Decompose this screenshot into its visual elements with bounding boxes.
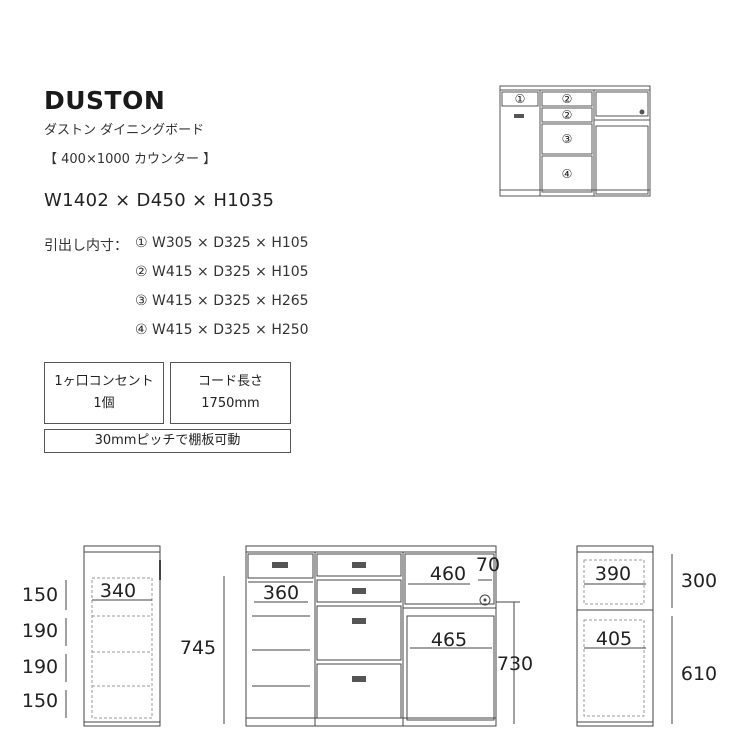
drawer-mark: ② [135,264,148,280]
drawer-size: W415 × D325 × H105 [152,264,309,280]
product-subtitle: ダストン ダイニングボード [44,123,205,138]
front-width-left: 360 [263,582,299,604]
product-dimensions: W1402 × D450 × H1035 [44,190,275,211]
thumb-mark-2a: ② [562,92,573,106]
drawer-row-4: ④ W415 × D325 × H250 [135,322,309,338]
front-view: 360 460 70 465 745 730 [180,545,533,727]
thumb-mark-2b: ② [562,108,573,122]
front-width-lower: 465 [431,629,467,651]
drawer-row-3: ③ W415 × D325 × H265 [135,293,309,309]
right-width-upper: 390 [595,563,631,585]
drawer-mark: ③ [135,293,148,309]
side-height-1: 150 [22,584,58,606]
right-height-lower: 610 [681,663,717,685]
front-height-counter: 730 [497,653,533,675]
right-width-lower: 405 [596,628,632,650]
product-title: DUSTON [44,86,166,115]
technical-drawings: 340 150 190 190 150 [22,545,717,727]
outlet-icon [639,109,645,115]
thumb-mark-3: ③ [562,132,573,146]
side-view: 340 150 190 190 150 [22,545,161,727]
drawer-size-label: 引出し内寸： [44,238,128,254]
thumb-mark-4: ④ [562,167,573,181]
side-height-4: 150 [22,690,58,712]
outlet-count: 1個 [93,396,115,411]
drawer-mark: ① [135,235,148,251]
drawer-size: W305 × D325 × H105 [152,235,309,251]
drawer-size: W415 × D325 × H250 [152,322,309,338]
shelf-note: 30mmピッチで棚板可動 [94,433,241,448]
handle-icon [514,114,524,118]
drawer-size: W415 × D325 × H265 [152,293,309,309]
side-height-2: 190 [22,620,58,642]
front-width-gap: 70 [476,554,500,576]
shelf-note-box: 30mmピッチで棚板可動 [44,429,291,453]
cord-label: コード長さ [197,374,263,389]
thumbnail-diagram: ① ② ② ③ ④ [499,85,651,197]
front-height-left: 745 [180,637,216,659]
right-height-upper: 300 [681,570,717,592]
right-view: 390 405 300 610 [576,545,717,727]
drawer-row-2: ② W415 × D325 × H105 [135,264,309,280]
outlet-label: 1ヶ口コンセント [54,374,154,389]
cord-box: コード長さ 1750mm [170,362,291,424]
drawer-row-1: ① W305 × D325 × H105 [135,235,309,251]
cord-length: 1750mm [201,396,260,411]
front-width-upper: 460 [430,563,466,585]
product-config: 【 400×1000 カウンター 】 [44,152,217,167]
drawer-mark: ④ [135,322,148,338]
outlet-box: 1ヶ口コンセント 1個 [44,362,164,424]
thumb-mark-1: ① [515,92,526,106]
side-width-label: 340 [100,580,136,602]
outlet-icon [479,594,491,606]
side-height-3: 190 [22,656,58,678]
